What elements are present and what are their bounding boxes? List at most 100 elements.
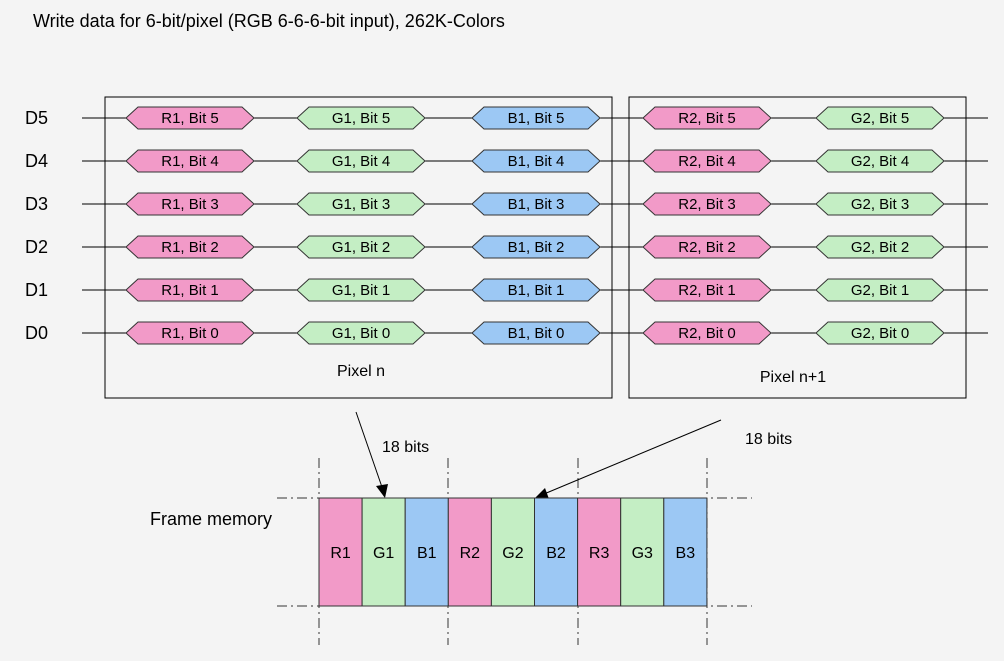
frame-memory-cell — [361, 497, 406, 607]
frame-memory-cell-label: B1 — [417, 545, 437, 562]
bit-cell — [125, 192, 255, 216]
bit-cell — [642, 149, 772, 173]
bit-cell — [125, 321, 255, 345]
bit-cell-label: B1, Bit 5 — [508, 110, 565, 127]
diagram-title: Write data for 6-bit/pixel (RGB 6-6-6-bi… — [33, 11, 505, 31]
bit-cell — [296, 235, 426, 259]
bit-cell-label: G2, Bit 4 — [851, 153, 909, 170]
bit-cell — [642, 321, 772, 345]
pixel-n-box — [104, 96, 613, 399]
bit-cell-label: G2, Bit 1 — [851, 282, 909, 299]
bit-cell — [815, 278, 945, 302]
frame-memory-cell-label: R1 — [330, 545, 351, 562]
bit-cell-label: B1, Bit 4 — [508, 153, 565, 170]
bit-cell — [642, 278, 772, 302]
bit-cell-label: G1, Bit 2 — [332, 239, 390, 256]
data-line-label: D5 — [25, 108, 48, 128]
data-line-label: D2 — [25, 237, 48, 257]
bit-cell — [125, 149, 255, 173]
bit-cell-label: R2, Bit 2 — [678, 239, 736, 256]
frame-memory-cell — [534, 497, 579, 607]
bit-cell-label: G1, Bit 4 — [332, 153, 390, 170]
arrow-pixel-n-label: 18 bits — [382, 439, 429, 456]
bit-cell — [471, 149, 601, 173]
pixel-n-plus-1-label: Pixel n+1 — [760, 369, 826, 386]
bit-cell — [471, 321, 601, 345]
bit-cell — [815, 149, 945, 173]
frame-memory-cell-label: R2 — [460, 545, 481, 562]
frame-memory-cell — [490, 497, 535, 607]
frame-memory-cell — [663, 497, 708, 607]
bit-cell-label: R1, Bit 5 — [161, 110, 219, 127]
bit-cell — [296, 278, 426, 302]
bit-cell — [815, 106, 945, 130]
arrow-pixel-n-plus-1-head — [535, 488, 549, 499]
frame-memory-cell-label: R3 — [589, 545, 610, 562]
data-line-label: D4 — [25, 151, 48, 171]
bit-cell-label: R2, Bit 3 — [678, 196, 736, 213]
bit-cells: R1, Bit 5 R1, Bit 4 R1, Bit 3 R1, Bit 2 R1, … — [125, 106, 945, 345]
pixel-n-plus-1-box — [628, 96, 967, 399]
bit-cell — [471, 106, 601, 130]
frame-memory-cell-label: G3 — [632, 545, 653, 562]
frame-memory-cell-label: G1 — [373, 545, 394, 562]
transfer-arrows: 18 bits 18 bits — [355, 411, 792, 499]
bit-cell-label: R1, Bit 3 — [161, 196, 219, 213]
data-line-label: D0 — [25, 323, 48, 343]
bit-cell-label: R2, Bit 1 — [678, 282, 736, 299]
bit-cell-label: R2, Bit 0 — [678, 325, 736, 342]
bit-cell-label: G2, Bit 5 — [851, 110, 909, 127]
bit-cell — [642, 192, 772, 216]
bit-cell — [125, 278, 255, 302]
bit-cell-label: B1, Bit 1 — [508, 282, 565, 299]
bit-cell-label: G1, Bit 1 — [332, 282, 390, 299]
arrow-pixel-n-plus-1 — [543, 419, 722, 495]
frame-memory-cell — [577, 497, 622, 607]
bit-cell-label: R1, Bit 0 — [161, 325, 219, 342]
frame-memory-cell-label: B3 — [676, 545, 696, 562]
bit-cell-label: R1, Bit 1 — [161, 282, 219, 299]
frame-memory-cell — [447, 497, 492, 607]
arrow-pixel-n-head — [376, 484, 388, 498]
data-line-label: D1 — [25, 280, 48, 300]
bit-cell — [815, 235, 945, 259]
bit-cell — [471, 192, 601, 216]
data-line-label: D3 — [25, 194, 48, 214]
bit-cell — [471, 235, 601, 259]
bit-cell — [642, 106, 772, 130]
bit-cell-label: G1, Bit 0 — [332, 325, 390, 342]
bit-cell-label: R1, Bit 2 — [161, 239, 219, 256]
bit-cell-label: G2, Bit 2 — [851, 239, 909, 256]
bit-cell-label: G1, Bit 3 — [332, 196, 390, 213]
bit-cell-label: R2, Bit 4 — [678, 153, 736, 170]
frame-memory-cell — [318, 497, 363, 607]
bit-cell — [296, 321, 426, 345]
arrow-pixel-n — [355, 411, 384, 491]
bit-cell — [125, 235, 255, 259]
bit-cell-label: G2, Bit 0 — [851, 325, 909, 342]
bit-cell-label: R1, Bit 4 — [161, 153, 219, 170]
bit-cell — [471, 278, 601, 302]
bit-cell-label: B1, Bit 0 — [508, 325, 565, 342]
bit-cell — [296, 149, 426, 173]
bit-cell-label: R2, Bit 5 — [678, 110, 736, 127]
frame-memory-cell-label: B2 — [546, 545, 566, 562]
bit-cell — [296, 192, 426, 216]
frame-memory-cell-label: G2 — [502, 545, 523, 562]
frame-memory-cells: R1 G1 B1 R2 G2 B2 R3 G3 B3 — [318, 497, 708, 607]
bit-cell — [815, 192, 945, 216]
pixel-n-label: Pixel n — [337, 363, 385, 380]
arrow-pixel-n-plus-1-label: 18 bits — [745, 431, 792, 448]
bit-cell-label: B1, Bit 2 — [508, 239, 565, 256]
bit-cell — [815, 321, 945, 345]
frame-memory-cell — [620, 497, 665, 607]
bit-cell — [125, 106, 255, 130]
bit-cell-label: G1, Bit 5 — [332, 110, 390, 127]
frame-memory-label: Frame memory — [150, 509, 272, 529]
bit-cell-label: B1, Bit 3 — [508, 196, 565, 213]
bit-cell — [296, 106, 426, 130]
bit-cell — [642, 235, 772, 259]
bit-cell-label: G2, Bit 3 — [851, 196, 909, 213]
